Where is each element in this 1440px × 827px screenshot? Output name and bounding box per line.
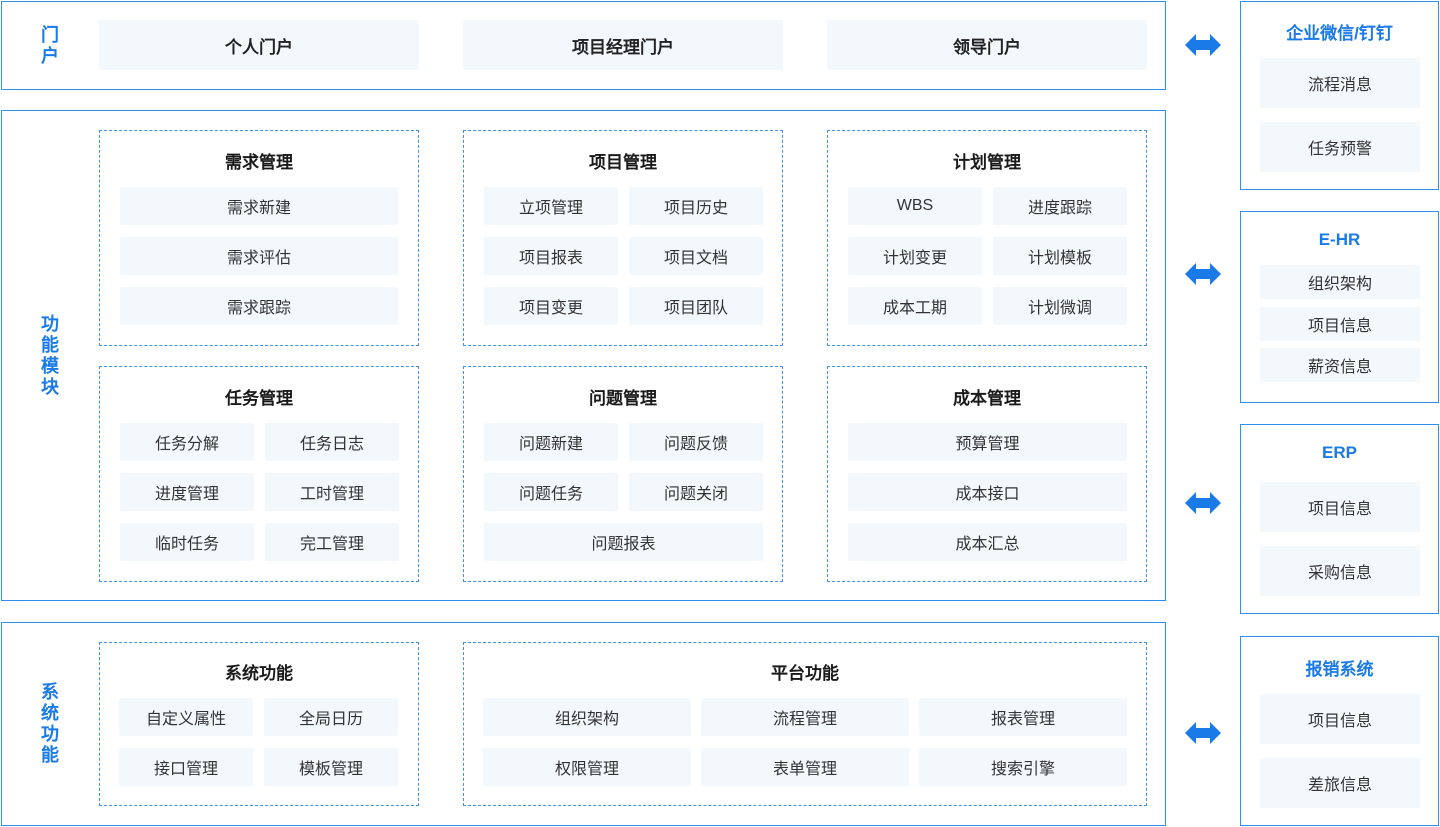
platform-item[interactable]: 搜索引擎 — [919, 748, 1127, 786]
side-title-char: 模 — [41, 355, 59, 376]
group-costs: 成本管理 预算管理 成本接口 成本汇总 — [827, 366, 1147, 582]
module-item[interactable]: 项目变更 — [484, 287, 618, 325]
platform-item[interactable]: 表单管理 — [701, 748, 909, 786]
module-item[interactable]: 任务日志 — [265, 423, 399, 461]
double-arrow-icon — [1185, 492, 1221, 514]
ext-reimbursement: 报销系统 项目信息 差旅信息 — [1240, 636, 1439, 826]
ext-item[interactable]: 采购信息 — [1260, 546, 1420, 596]
portal-item-pm[interactable]: 项目经理门户 — [463, 20, 783, 70]
module-item[interactable]: 项目团队 — [629, 287, 763, 325]
ext-item[interactable]: 项目信息 — [1260, 694, 1420, 744]
module-item[interactable]: 问题反馈 — [629, 423, 763, 461]
side-title-char: 能 — [41, 334, 59, 355]
ext-item[interactable]: 薪资信息 — [1260, 348, 1420, 382]
side-title-char: 能 — [41, 745, 59, 765]
module-item[interactable]: 需求跟踪 — [120, 287, 398, 325]
portal-item-personal[interactable]: 个人门户 — [99, 20, 419, 70]
module-item[interactable]: 完工管理 — [265, 523, 399, 561]
double-arrow-icon — [1185, 722, 1221, 744]
double-arrow-icon — [1185, 263, 1221, 285]
module-item[interactable]: 项目报表 — [484, 237, 618, 275]
module-item[interactable]: WBS — [848, 187, 982, 225]
ext-ehr: E-HR 组织架构 项目信息 薪资信息 — [1240, 211, 1439, 403]
module-item[interactable]: 进度管理 — [120, 473, 254, 511]
portal-title-text: 门户 — [41, 24, 59, 66]
module-item[interactable]: 计划微调 — [993, 287, 1127, 325]
side-title-char: 统 — [41, 703, 59, 723]
module-item[interactable]: 问题任务 — [484, 473, 618, 511]
portal-title: 门户 — [38, 2, 62, 89]
module-item[interactable]: 成本工期 — [848, 287, 982, 325]
group-title: 项目管理 — [589, 153, 657, 172]
module-item[interactable]: 预算管理 — [848, 423, 1127, 461]
system-item[interactable]: 全局日历 — [264, 698, 398, 736]
module-item[interactable]: 进度跟踪 — [993, 187, 1127, 225]
platform-item[interactable]: 报表管理 — [919, 698, 1127, 736]
modules-title: 功能模块 — [38, 111, 62, 600]
portal-frame: 门户 个人门户 项目经理门户 领导门户 — [1, 1, 1166, 90]
group-title: 问题管理 — [589, 389, 657, 408]
ext-item[interactable]: 项目信息 — [1260, 482, 1420, 532]
modules-frame: 功能模块 需求管理 需求新建 需求评估 需求跟踪 项目管理 立项管理 项目历史 … — [1, 110, 1166, 601]
system-item[interactable]: 自定义属性 — [119, 698, 253, 736]
system-title: 系统功能 — [38, 623, 62, 825]
module-item[interactable]: 临时任务 — [120, 523, 254, 561]
ext-erp: ERP 项目信息 采购信息 — [1240, 424, 1439, 614]
side-title-char: 块 — [41, 376, 59, 397]
ext-item[interactable]: 任务预警 — [1260, 122, 1420, 172]
group-title: 系统功能 — [225, 664, 293, 683]
double-arrow-icon — [1185, 34, 1221, 56]
group-tasks: 任务管理 任务分解 任务日志 进度管理 工时管理 临时任务 完工管理 — [99, 366, 419, 582]
ext-item[interactable]: 组织架构 — [1260, 265, 1420, 299]
module-item[interactable]: 成本汇总 — [848, 523, 1127, 561]
side-title-char: 功 — [41, 724, 59, 744]
module-item[interactable]: 问题关闭 — [629, 473, 763, 511]
ext-title: 企业微信/钉钉 — [1286, 24, 1393, 43]
group-title: 需求管理 — [225, 153, 293, 172]
group-platform: 平台功能 组织架构 流程管理 报表管理 权限管理 表单管理 搜索引擎 — [463, 642, 1147, 806]
module-item[interactable]: 成本接口 — [848, 473, 1127, 511]
platform-item[interactable]: 权限管理 — [483, 748, 691, 786]
module-item[interactable]: 需求新建 — [120, 187, 398, 225]
portal-item-leader[interactable]: 领导门户 — [827, 20, 1147, 70]
group-issues: 问题管理 问题新建 问题反馈 问题任务 问题关闭 问题报表 — [463, 366, 783, 582]
platform-item[interactable]: 组织架构 — [483, 698, 691, 736]
module-item[interactable]: 问题报表 — [484, 523, 763, 561]
module-item[interactable]: 计划模板 — [993, 237, 1127, 275]
group-title: 任务管理 — [225, 389, 293, 408]
module-item[interactable]: 需求评估 — [120, 237, 398, 275]
ext-item[interactable]: 流程消息 — [1260, 58, 1420, 108]
module-item[interactable]: 问题新建 — [484, 423, 618, 461]
group-planning: 计划管理 WBS 进度跟踪 计划变更 计划模板 成本工期 计划微调 — [827, 130, 1147, 346]
module-item[interactable]: 任务分解 — [120, 423, 254, 461]
module-item[interactable]: 立项管理 — [484, 187, 618, 225]
ext-title: E-HR — [1318, 230, 1361, 249]
platform-item[interactable]: 流程管理 — [701, 698, 909, 736]
group-title: 计划管理 — [953, 153, 1021, 172]
module-item[interactable]: 项目历史 — [629, 187, 763, 225]
system-item[interactable]: 接口管理 — [119, 748, 253, 786]
ext-title: ERP — [1322, 443, 1357, 462]
ext-wechat-dingtalk: 企业微信/钉钉 流程消息 任务预警 — [1240, 1, 1439, 190]
ext-item[interactable]: 差旅信息 — [1260, 758, 1420, 808]
ext-title: 报销系统 — [1305, 660, 1374, 679]
module-item[interactable]: 项目文档 — [629, 237, 763, 275]
side-title-char: 功 — [41, 313, 59, 334]
system-item[interactable]: 模板管理 — [264, 748, 398, 786]
ext-item[interactable]: 项目信息 — [1260, 307, 1420, 341]
group-system: 系统功能 自定义属性 全局日历 接口管理 模板管理 — [99, 642, 419, 806]
group-title: 成本管理 — [953, 389, 1021, 408]
group-requirements: 需求管理 需求新建 需求评估 需求跟踪 — [99, 130, 419, 346]
group-title: 平台功能 — [771, 664, 839, 683]
module-item[interactable]: 工时管理 — [265, 473, 399, 511]
module-item[interactable]: 计划变更 — [848, 237, 982, 275]
side-title-char: 系 — [41, 682, 59, 702]
system-frame: 系统功能 系统功能 自定义属性 全局日历 接口管理 模板管理 平台功能 组织架构… — [1, 622, 1166, 826]
group-projects: 项目管理 立项管理 项目历史 项目报表 项目文档 项目变更 项目团队 — [463, 130, 783, 346]
